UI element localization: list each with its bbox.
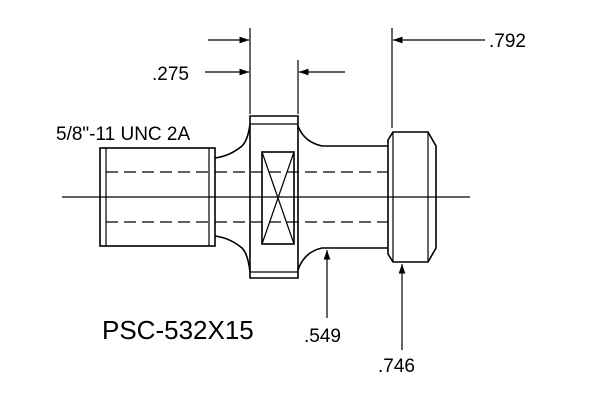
pull-stud-body <box>215 125 388 271</box>
dimension-792-label: .792 <box>489 31 526 52</box>
dimension-746: .746 <box>378 264 415 377</box>
threaded-shank <box>99 147 216 247</box>
wrench-flat <box>261 151 295 245</box>
dimension-549: .549 <box>304 250 341 347</box>
dimension-792: .792 <box>391 28 526 128</box>
dimension-275: .275 <box>152 28 345 114</box>
wrench-flange <box>249 115 299 279</box>
retention-head <box>387 131 437 263</box>
dimension-549-label: .549 <box>304 326 341 347</box>
shank-neck <box>214 123 251 273</box>
dimension-275-label: .275 <box>152 64 189 85</box>
dimension-746-label: .746 <box>378 356 415 377</box>
part-number-label: PSC-532X15 <box>102 315 254 345</box>
thread-spec-label: 5/8"-11 UNC 2A <box>56 124 190 145</box>
